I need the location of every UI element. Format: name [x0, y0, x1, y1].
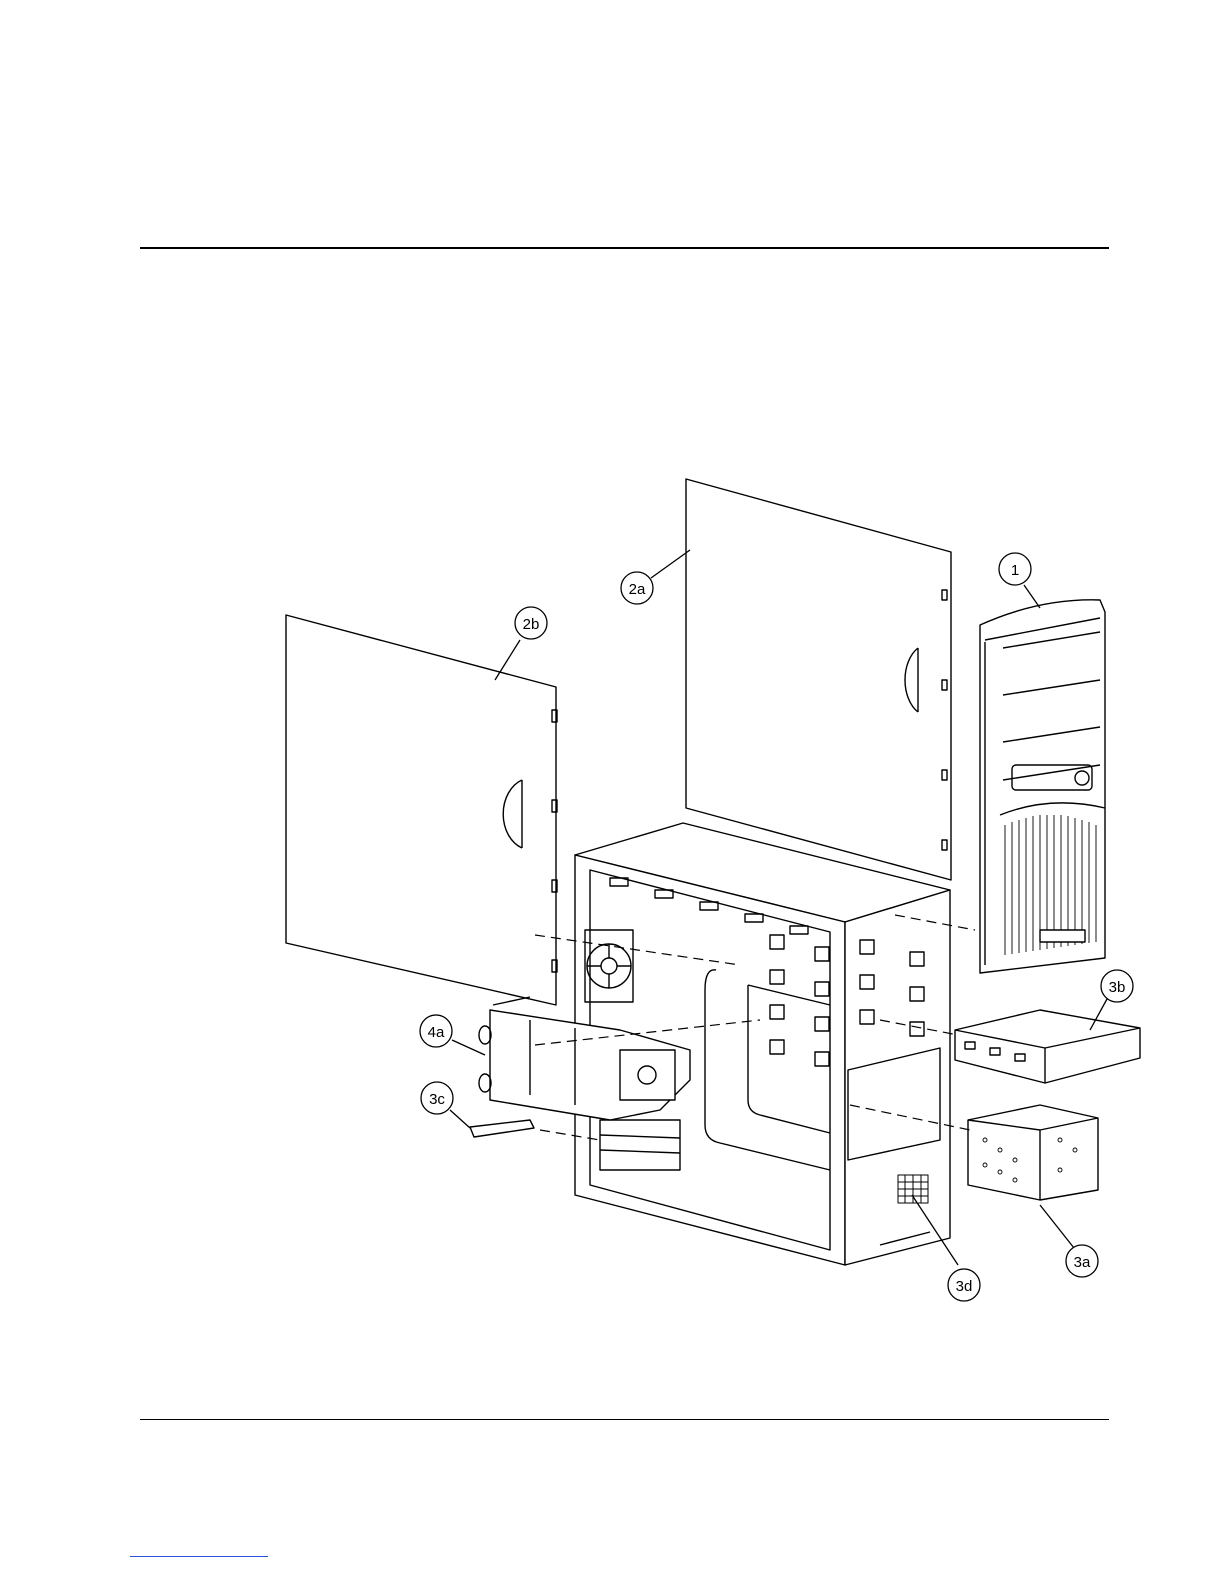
drive-cage-3b — [955, 1010, 1140, 1083]
side-panel-2b — [286, 615, 557, 1005]
callout-3b: 3b — [1101, 970, 1133, 1002]
side-panel-2a — [686, 479, 951, 880]
callout-label: 3b — [1109, 979, 1126, 996]
callout-label: 3c — [429, 1091, 445, 1108]
drive-cage-3a — [968, 1105, 1098, 1200]
callout-2a: 2a — [621, 572, 653, 604]
callout-label: 3d — [956, 1278, 973, 1295]
callout-1: 1 — [999, 553, 1031, 585]
callout-4a: 4a — [420, 1015, 452, 1047]
callout-3c: 3c — [421, 1082, 453, 1114]
callout-label: 4a — [428, 1024, 445, 1041]
callout-2b: 2b — [515, 607, 547, 639]
front-bezel-1 — [980, 600, 1105, 973]
callout-label: 1 — [1011, 562, 1019, 579]
callout-3a: 3a — [1066, 1245, 1098, 1277]
callout-label: 3a — [1074, 1254, 1091, 1271]
bracket-3c — [470, 1120, 534, 1137]
callout-label: 2a — [629, 581, 646, 598]
callout-3d: 3d — [948, 1269, 980, 1301]
callout-label: 2b — [523, 616, 540, 633]
